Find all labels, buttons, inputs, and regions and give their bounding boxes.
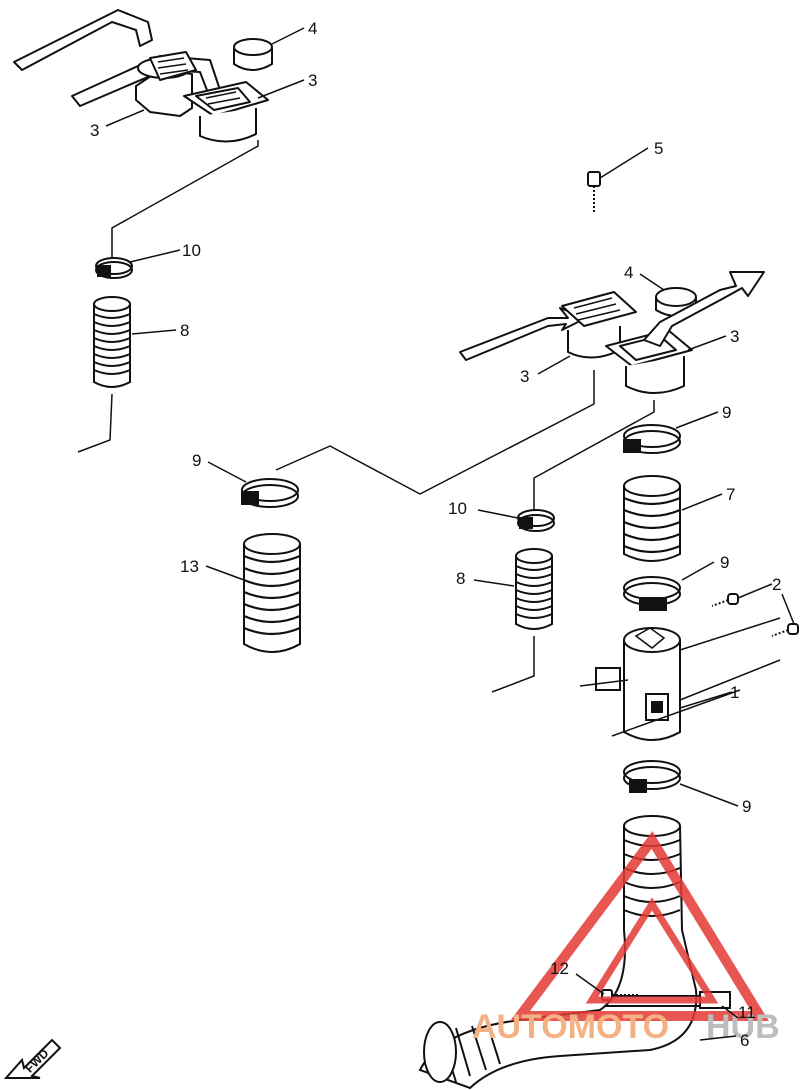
leader-line <box>491 636 535 693</box>
hose-clamp-9 <box>623 760 681 784</box>
callout-4-top: 4 <box>308 19 317 38</box>
corrugated-hose-6 <box>418 815 698 1090</box>
leader-line <box>579 617 781 737</box>
callout-5: 5 <box>654 139 663 158</box>
watermark-logo <box>510 831 769 1021</box>
watermark-text-secondary: HUB <box>706 1008 780 1046</box>
callout-1: 1 <box>730 683 739 702</box>
callout-8-left: 8 <box>180 321 189 340</box>
leader-line <box>533 400 655 510</box>
callout-9-right-mid: 9 <box>720 553 729 572</box>
watermark-triangle-icon <box>585 897 719 1004</box>
callout-2: 2 <box>772 575 781 594</box>
mid-hose-stack <box>491 509 555 693</box>
callout-3-mid-left: 3 <box>520 367 529 386</box>
airflow-arrow <box>643 271 765 347</box>
callout-11: 11 <box>738 1003 756 1022</box>
bellows-hose-8 <box>515 548 553 630</box>
forward-direction-arrow: FWD <box>3 1038 62 1079</box>
callout-7: 7 <box>726 485 735 504</box>
screw-2 <box>711 593 799 637</box>
callout-9-bottom: 9 <box>742 797 751 816</box>
callout-13: 13 <box>180 557 199 576</box>
leader-line <box>111 140 259 262</box>
callout-9-right-top: 9 <box>722 403 731 422</box>
callout-9-left: 9 <box>192 451 201 470</box>
bellows-hose-7 <box>623 475 681 562</box>
callout-3-mid-right: 3 <box>730 327 739 346</box>
callout-4-mid: 4 <box>624 263 633 282</box>
watermark-text-primary: AUTOMOTO <box>472 1008 669 1046</box>
air-chamber-1 <box>595 627 681 741</box>
callout-3-top-left: 3 <box>90 121 99 140</box>
mid-right-intake-assembly <box>275 171 765 510</box>
left-hose-stack <box>77 140 259 453</box>
bellows-hose-8 <box>93 296 131 388</box>
screw-5 <box>587 171 601 212</box>
callout-8-mid: 8 <box>456 569 465 588</box>
arrow-icon <box>3 1038 62 1079</box>
callout-3-top-right: 3 <box>308 71 317 90</box>
airflow-arrow <box>459 307 587 361</box>
callout-10-mid: 10 <box>448 499 467 518</box>
hose-clamp-9 <box>623 576 681 600</box>
top-left-intake-assembly <box>13 9 273 143</box>
callout-numbers: 4 3 3 5 10 8 4 3 3 9 9 10 7 13 8 9 2 1 9… <box>90 19 781 1050</box>
leader-line <box>275 370 595 495</box>
left-large-hose-stack <box>241 478 301 653</box>
airflow-arrow <box>13 9 153 71</box>
watermark-triangle-icon <box>510 831 769 1021</box>
callout-6: 6 <box>740 1031 749 1050</box>
callout-10-left: 10 <box>182 241 201 260</box>
callout-leaders <box>105 27 795 1041</box>
right-hose-stack <box>418 424 799 1090</box>
bellows-hose-13 <box>243 533 301 653</box>
leader-line <box>77 393 113 453</box>
callout-12: 12 <box>550 959 569 978</box>
